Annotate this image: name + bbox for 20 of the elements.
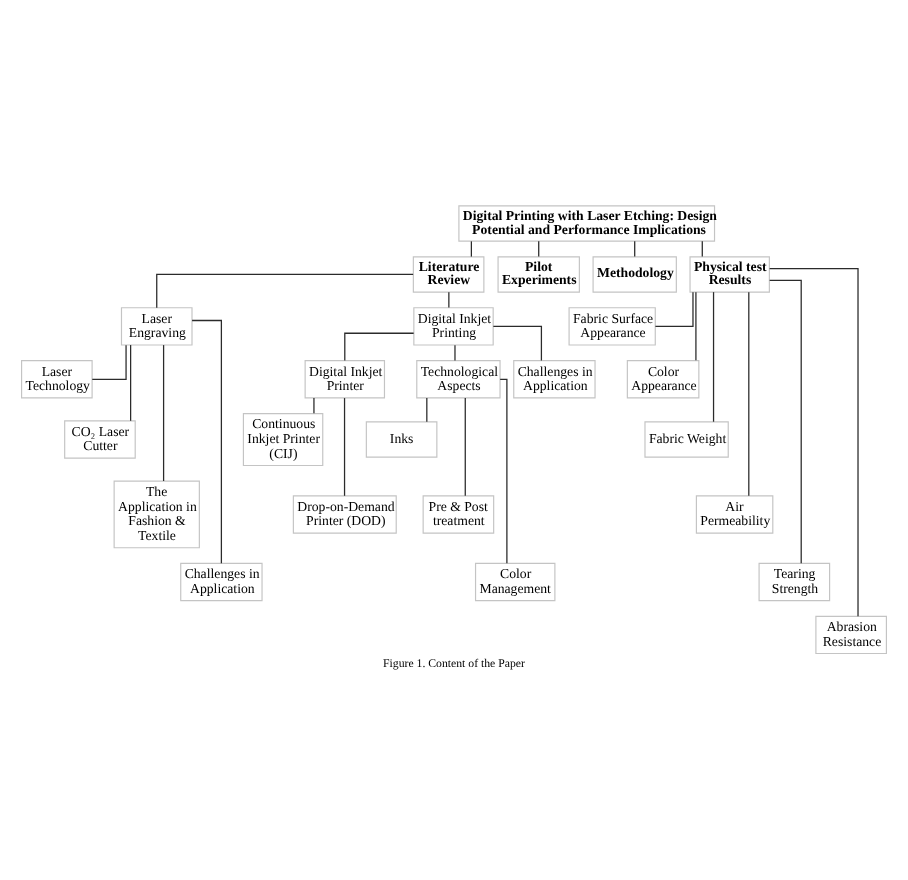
- connector: [454, 344, 456, 362]
- connector: [162, 344, 165, 482]
- connector: [448, 291, 450, 309]
- connector: [343, 397, 346, 497]
- connector: [654, 291, 694, 328]
- connector: [313, 397, 315, 414]
- connector: [344, 332, 415, 362]
- connector: [492, 325, 543, 362]
- connector: [695, 291, 697, 361]
- connector: [191, 319, 223, 564]
- connector: [769, 279, 802, 564]
- connector: [768, 267, 859, 617]
- connector: [130, 344, 132, 422]
- connector: [748, 291, 750, 497]
- connector: [712, 291, 715, 423]
- connector: [499, 378, 508, 564]
- connector: [464, 397, 466, 497]
- connector: [91, 344, 127, 380]
- connector: [156, 273, 414, 309]
- connector: [426, 397, 428, 423]
